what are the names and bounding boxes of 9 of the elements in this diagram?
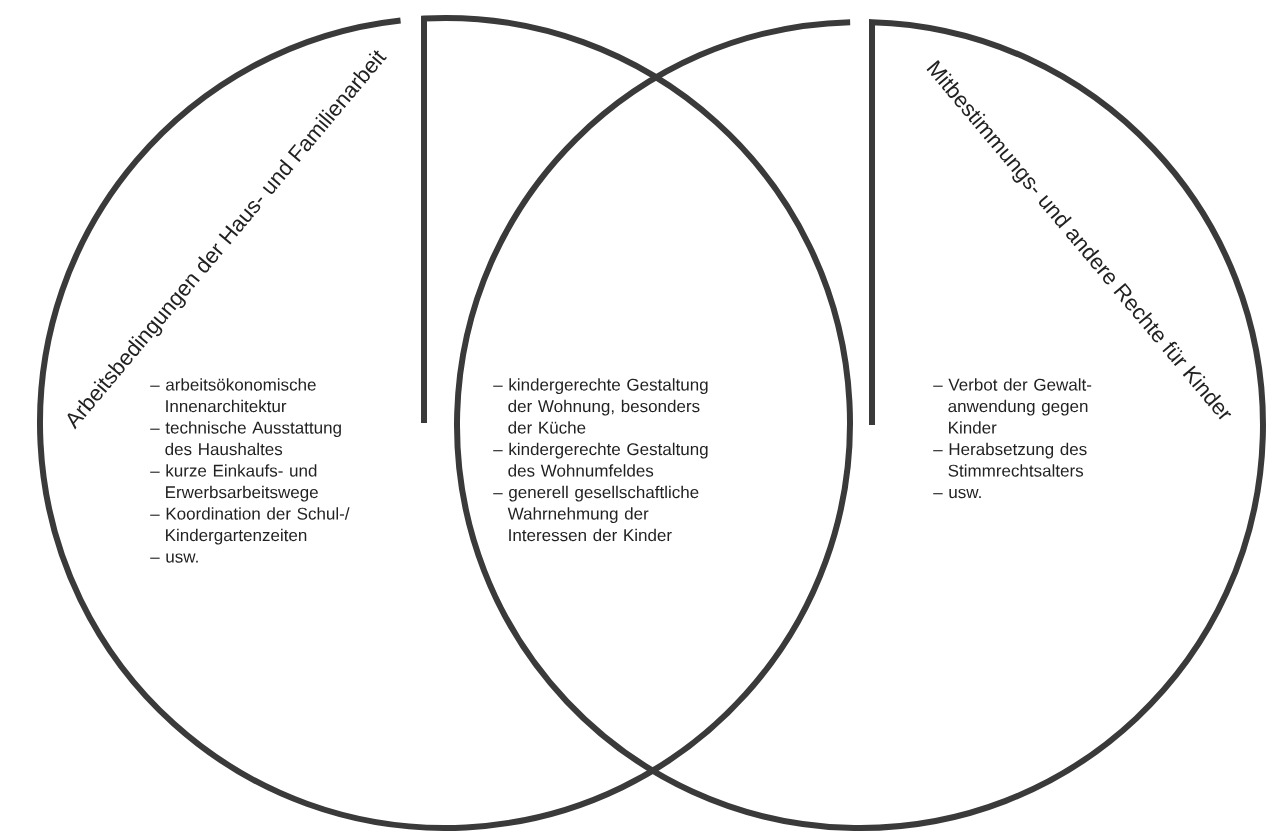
list-item: – kindergerechte Gestaltung des Wohnumfeldes <box>493 442 708 477</box>
list-item: – Verbot der Gewalt- anwendung gegen Kinder <box>933 378 1092 434</box>
list-item: – usw. <box>933 488 981 499</box>
list-item: – usw. <box>150 553 198 563</box>
list-item: – Koordination der Schul-/ Kindergartenzeiten <box>150 507 350 545</box>
list-item: – generell gesellschaftliche Wahrnehmung der Interessen der Kinder <box>493 485 699 542</box>
list-item: – kindergerechte Gestaltung der Wohnung, besonders der Küche <box>493 378 708 434</box>
list-item: – Herabsetzung des Stimmrechtsalters <box>933 442 1087 477</box>
list-item: – kurze Einkaufs- und Erwerbsarbeitswege <box>150 464 318 502</box>
